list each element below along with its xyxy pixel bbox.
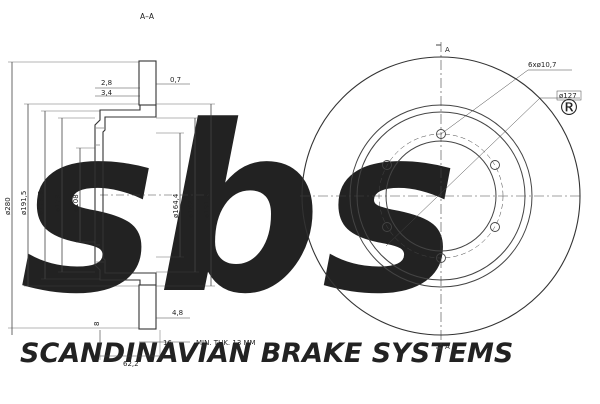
dim-label: 0,7: [170, 76, 181, 84]
dim-label: 8: [93, 322, 101, 326]
watermark-brand: sbs: [20, 78, 458, 345]
dim-label: 16: [163, 339, 172, 347]
dim-label: ø164,4: [172, 193, 180, 218]
watermark-tagline: SCANDINAVIAN BRAKE SYSTEMS: [20, 338, 513, 369]
dim-label: ø182,7: [187, 194, 195, 218]
hole-callout: 6xø10,7: [528, 61, 556, 69]
dim-label: ø179,8: [37, 191, 45, 215]
dim-label: 62,2: [123, 360, 139, 368]
dim-label: ø280: [4, 197, 12, 215]
section-marker-top: A: [445, 46, 450, 54]
section-view: [8, 60, 215, 360]
dim-label: ø108: [72, 194, 80, 212]
min-thickness-note: MIN. THK. 13 MM: [196, 339, 256, 347]
dim-label: ø191,5: [203, 194, 211, 218]
section-marker-bottom: A: [445, 343, 450, 351]
front-view-labels: 6xø10,7 ø127 A A: [445, 46, 577, 351]
dim-label: ø179: [54, 194, 62, 212]
front-view: [300, 42, 582, 352]
dim-label: 3,4: [101, 89, 113, 97]
watermark: sbs ® SCANDINAVIAN BRAKE SYSTEMS: [20, 78, 580, 369]
dim-label: 4,8: [172, 309, 183, 317]
pcd-callout: ø127: [559, 92, 577, 100]
dim-label: 2,8: [101, 79, 112, 87]
dim-label: ø191,5: [20, 191, 28, 215]
section-label: A–A: [140, 12, 155, 21]
watermark-registered-mark: ®: [558, 96, 580, 121]
section-dimensions: 2,8 3,4 0,7 ø280 ø191,5 ø179,8 ø179 ø108…: [4, 76, 256, 368]
